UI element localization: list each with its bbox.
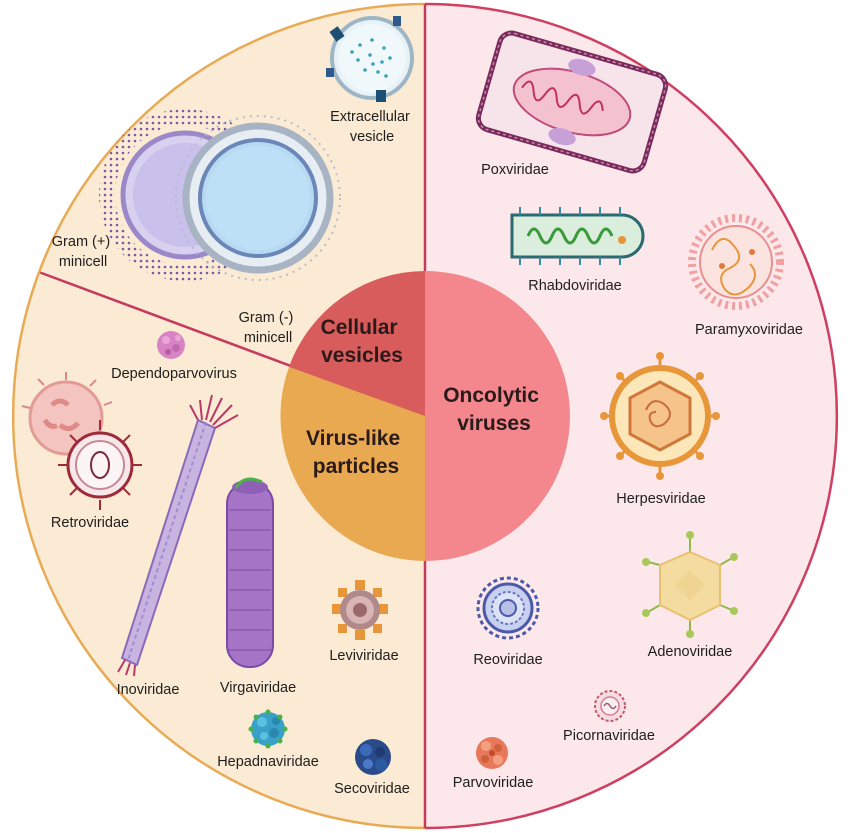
secoviridae-icon (355, 739, 391, 775)
leviviridae-icon (332, 580, 388, 640)
left-border-arc (11, 2, 426, 830)
herpesviridae-label: Herpesviridae (616, 491, 705, 507)
retroviridae-icon (21, 372, 142, 510)
oncolytic-center-wedge (425, 271, 570, 561)
dependoparvovirus-label: Dependoparvovirus (111, 366, 237, 382)
poxviridae-icon (475, 30, 669, 174)
gram-negative-label: Gram (-) minicell (239, 310, 298, 346)
extracellular-vesicle-icon (326, 16, 414, 102)
adenoviridae-icon (642, 531, 738, 638)
cellular-vesicles-title: Cellular vesicles (321, 316, 404, 367)
inoviridae-icon (117, 394, 239, 677)
reoviridae-label: Reoviridae (473, 652, 542, 668)
vlp-center-wedge (280, 367, 425, 561)
virgaviridae-icon (226, 477, 274, 668)
herpesviridae-icon (600, 352, 720, 480)
paramyxoviridae-label: Paramyxoviridae (695, 322, 803, 338)
leviviridae-label: Leviviridae (329, 648, 398, 664)
hepadnaviridae-label: Hepadnaviridae (217, 754, 319, 770)
reoviridae-icon (476, 576, 540, 640)
paramyxoviridae-icon (688, 214, 784, 310)
gram-positive-label: Gram (+) minicell (52, 234, 114, 270)
right-border-arc (424, 2, 839, 830)
retroviridae-label: Retroviridae (51, 515, 129, 531)
hepadnaviridae-icon (248, 709, 288, 749)
oncolytic-viruses-title: Oncolytic viruses (443, 384, 545, 435)
rhabdoviridae-icon (510, 207, 645, 265)
extracellular-vesicle-label: Extracellular vesicle (330, 109, 414, 145)
picornaviridae-icon (594, 690, 626, 722)
inoviridae-label: Inoviridae (117, 682, 180, 698)
adenoviridae-label: Adenoviridae (648, 644, 733, 660)
rhabdoviridae-label: Rhabdoviridae (528, 278, 622, 294)
gram-negative-minicell-icon (175, 115, 341, 281)
parvoviridae-icon (476, 737, 508, 769)
center-hub (280, 271, 570, 561)
virgaviridae-label: Virgaviridae (220, 680, 296, 696)
secoviridae-label: Secoviridae (334, 781, 410, 797)
poxviridae-label: Poxviridae (481, 162, 549, 178)
picornaviridae-label: Picornaviridae (563, 728, 655, 744)
cellular-center-wedge (289, 271, 425, 416)
dependoparvovirus-icon (157, 331, 185, 359)
vlp-title: Virus-like particles (306, 427, 406, 478)
parvoviridae-label: Parvoviridae (453, 775, 534, 791)
